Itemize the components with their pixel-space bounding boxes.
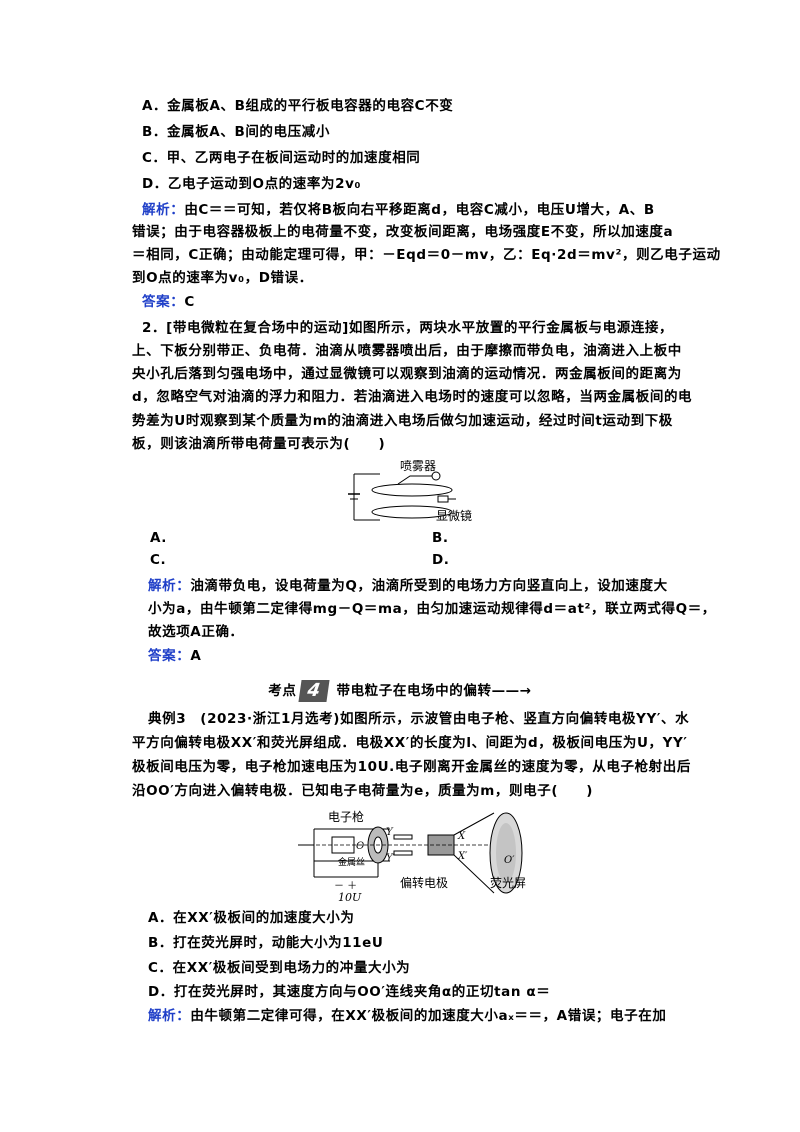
section-prefix: 考点 xyxy=(268,683,297,699)
yp-label: Y′ xyxy=(386,853,396,864)
deflect-label: 偏转电极 xyxy=(400,875,448,890)
q1-analysis-line3: ＝相同，C正确；由动能定理可得，甲：－Eqd＝0－mv，乙：Eq·2d＝mv²，… xyxy=(132,247,721,263)
answer-label: 答案： xyxy=(148,648,191,664)
ex3-line2: 平方向偏转电极XX′和荧光屏组成．电极XX′的长度为l、间距为d，极板间电压为U… xyxy=(132,735,688,751)
ex3-line3: 极板间电压为零，电子枪加速电压为10U.电子刚离开金属丝的速度为零，从电子枪射出… xyxy=(132,759,691,775)
q1-analysis-line4: 到O点的速率为v₀，D错误． xyxy=(132,270,313,286)
x-label: X xyxy=(457,831,466,842)
ex3-analysis-line1: 解析：由牛顿第二定律可得，在XX′极板间的加速度大小aₓ＝＝，A错误；电子在加 xyxy=(148,1008,667,1024)
q2-option-c: C. xyxy=(150,552,167,568)
q2-option-b: B. xyxy=(432,530,449,546)
q1-answer: 答案：C xyxy=(142,294,195,310)
q2-line6: 板，则该油滴所带电荷量可表示为( ) xyxy=(132,436,386,452)
q2-analysis-line3: 故选项A正确． xyxy=(148,624,244,640)
ex3-line1: 典例3 (2023·浙江1月选考)如图所示，示波管由电子枪、竖直方向偏转电极YY… xyxy=(148,711,690,727)
q2-analysis-line2: 小为a，由牛顿第二定律得mg－Q＝ma，由匀加速运动规律得d＝at²，联立两式得… xyxy=(148,601,716,617)
analysis-label: 解析： xyxy=(148,1008,191,1024)
y-label: Y xyxy=(386,827,394,838)
q2-line3: 央小孔后落到匀强电场中，通过显微镜可以观察到油滴的运动情况．两金属板间的距离为 xyxy=(132,366,682,382)
section-number-badge: 4 xyxy=(298,680,331,702)
answer-label: 答案： xyxy=(142,294,185,310)
q1-option-c: C．甲、乙两电子在板间运动时的加速度相同 xyxy=(142,150,421,166)
ex3-option-a: A．在XX′极板间的加速度大小为 xyxy=(148,910,355,926)
microscope-label: 显微镜 xyxy=(436,508,472,523)
q1-option-d: D．乙电子运动到O点的速率为2v₀ xyxy=(142,176,361,192)
analysis-label: 解析： xyxy=(142,202,185,218)
analysis-label: 解析： xyxy=(148,578,191,594)
q2-option-d: D. xyxy=(432,552,450,568)
screen-label: 荧光屏 xyxy=(490,876,526,890)
q1-analysis-line1: 解析：由C＝＝可知，若仅将B板向右平移距离d，电容C减小，电压U增大，A、B xyxy=(142,202,655,218)
q1-analysis-line2: 错误；由于电容器极板上的电荷量不变，改变板间距离，电场强度E不变，所以加速度a xyxy=(132,224,674,240)
q2-analysis-line1: 解析：油滴带负电，设电荷量为Q，油滴所受到的电场力方向竖直向上，设加速度大 xyxy=(148,578,668,594)
voltage-label: 10U xyxy=(338,891,362,903)
sprayer-label: 喷雾器 xyxy=(400,460,436,473)
xp-label: X′ xyxy=(457,851,468,862)
q2-answer: 答案：A xyxy=(148,648,202,664)
polarity-label: － ＋ xyxy=(334,881,357,892)
o-label: O xyxy=(356,841,364,852)
q1-option-b: B．金属板A、B间的电压减小 xyxy=(142,124,330,140)
q2-line5: 势差为U时观察到某个质量为m的油滴进入电场后做匀加速运动，经过时间t运动到下极 xyxy=(132,413,673,429)
op-label: O′ xyxy=(504,855,515,866)
oscilloscope-figure: 电子枪 金属丝 － ＋ 10U 偏转电极 荧光屏 Y Y′ X X′ O O′ xyxy=(294,805,544,903)
q1-option-a: A．金属板A、B组成的平行板电容器的电容C不变 xyxy=(142,98,454,114)
ex3-option-b: B．打在荧光屏时，动能大小为11eU xyxy=(148,935,384,951)
wire-label: 金属丝 xyxy=(338,856,365,868)
q2-option-a: A. xyxy=(150,530,168,546)
section-title: 带电粒子在电场中的偏转——→ xyxy=(336,683,532,699)
q2-line2: 上、下板分别带正、负电荷．油滴从喷雾器喷出后，由于摩擦而带负电，油滴进入上板中 xyxy=(132,343,682,359)
oil-drop-figure: 喷雾器 显微镜 xyxy=(348,460,472,523)
ex3-option-d: D．打在荧光屏时，其速度方向与OO′连线夹角α的正切tan α＝ xyxy=(148,984,551,1000)
ex3-option-c: C．在XX′极板间受到电场力的冲量大小为 xyxy=(148,960,411,976)
q2-line1: 2．[带电微粒在复合场中的运动]如图所示，两块水平放置的平行金属板与电源连接， xyxy=(142,320,674,336)
ex3-line4: 沿OO′方向进入偏转电极．已知电子电荷量为e，质量为m，则电子( ) xyxy=(132,783,594,799)
q2-line4: d，忽略空气对油滴的浮力和阻力．若油滴进入电场时的速度可以忽略，当两金属板间的电 xyxy=(132,389,693,405)
gun-label: 电子枪 xyxy=(328,809,364,824)
